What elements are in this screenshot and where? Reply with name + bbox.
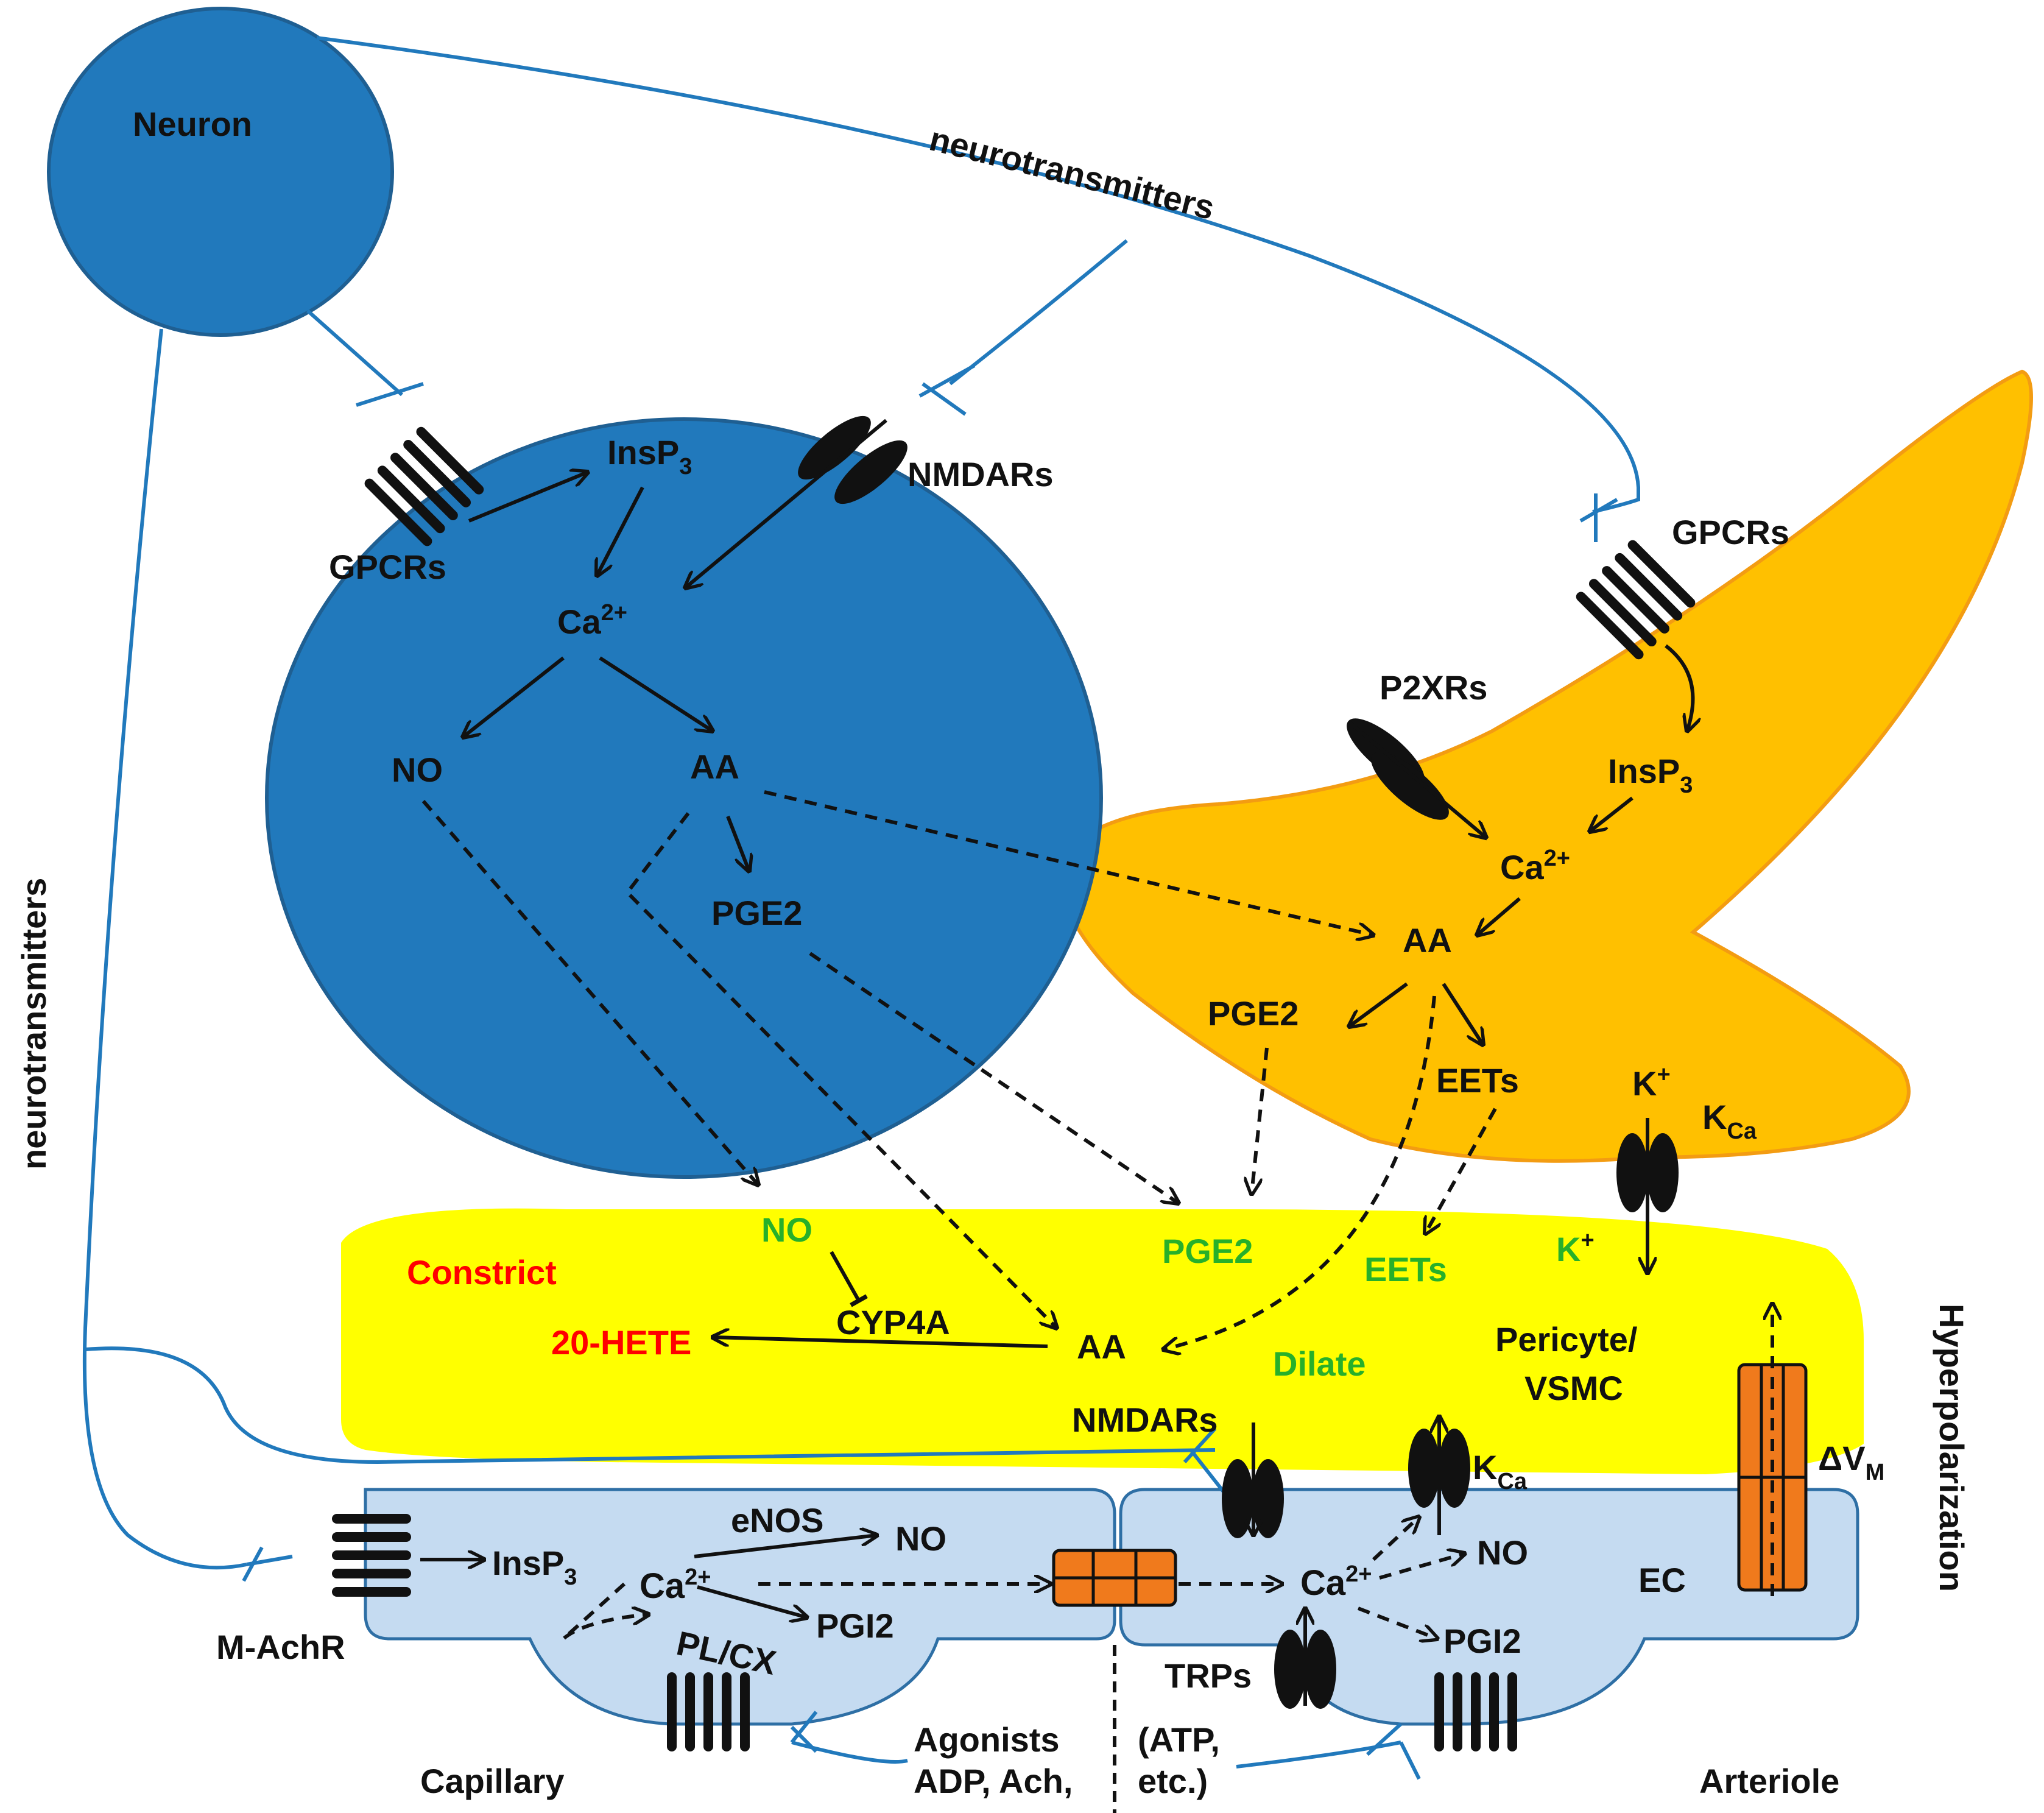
astrocyte-ca-label: Ca2+ [1500,846,1570,886]
signal-arrows [420,419,1693,1706]
pericyte-aa-label: AA [1077,1327,1126,1366]
constrict-label: Constrict [407,1253,557,1292]
hete-label: 20-HETE [551,1323,691,1362]
cyp4a-label: CYP4A [836,1303,950,1341]
dilate-label: Dilate [1273,1345,1366,1383]
ec-label: EC [1638,1561,1686,1599]
neuron-aa-label: AA [690,747,739,786]
neuron-label: Neuron [133,105,252,143]
pericyte-vsmc-band [341,1208,1864,1474]
arteriole-label: Arteriole [1699,1762,1839,1800]
astrocyte-k-label: K+ [1632,1062,1671,1103]
astrocyte-p2xrs-label: P2XRs [1380,668,1487,707]
neuron-no-label: NO [392,751,443,789]
neurotransmitters-top-label: neurotransmitters [926,119,1218,227]
synaptic-terminals [242,364,1618,1780]
arteriole-no-label: NO [1477,1533,1528,1572]
capillary-insp3-label: InsP3 [492,1544,577,1590]
pericyte-vsmc-label-1: Pericyte/ [1495,1320,1638,1359]
kca-astrocyte-channel [1616,1133,1679,1212]
capillary-pgi2-label: PGI2 [816,1606,894,1645]
neuron-gpcrs-label: GPCRs [329,548,446,586]
capillary-agonist-receptor [667,1672,750,1751]
nmdar-arteriole-channel [1222,1459,1284,1538]
astrocyte-eets-label: EETs [1436,1061,1519,1100]
agonists-label-1: Agonists [914,1720,1060,1759]
capillary-endothelial-cell [364,1488,1116,1726]
delta-vm-label: ΔVM [1818,1439,1884,1485]
kca-arteriole-channel [1408,1429,1470,1508]
pericyte-vsmc-label-2: VSMC [1524,1369,1623,1407]
enos-label: eNOS [731,1501,824,1539]
capillary-ca-label: Ca2+ [640,1564,711,1606]
trp-channel [1274,1630,1336,1709]
pericyte-k-label: K+ [1556,1228,1595,1268]
neuron-small [47,7,394,337]
neurotransmitters-left-label: neurotransmitters [15,878,53,1170]
machr-label: M-AchR [216,1628,345,1666]
neuron-ca-label: Ca2+ [557,600,627,641]
neuron-pge2-label: PGE2 [711,894,802,932]
pericyte-no-label: NO [761,1210,812,1249]
atp-label-2: etc.) [1138,1762,1208,1800]
pericyte-eets-label: EETs [1364,1250,1447,1288]
astrocyte-pge2-label: PGE2 [1208,994,1299,1033]
nmdar-neuron-receptor [798,415,907,504]
hyperpolarization-label: Hyperpolarization [1933,1304,1971,1592]
gpcr-neuron-receptor [364,426,484,546]
neuron-insp3-label: InsP3 [607,433,692,479]
arteriole-pgi2-label: PGI2 [1443,1622,1521,1660]
astrocyte-insp3-label: InsP3 [1608,752,1693,798]
astrocyte-gpcrs-label: GPCRs [1672,513,1789,551]
capillary-label: Capillary [420,1762,565,1800]
astrocyte-cell [1060,369,2033,1163]
astrocyte-aa-label: AA [1403,921,1452,960]
diffusion-arrows [421,790,1772,1639]
arteriole-kca-label: KCa [1473,1448,1528,1494]
arteriole-agonist-receptor [1434,1672,1517,1751]
gap-junction [1052,1549,1177,1607]
agonists-label-2: ADP, Ach, [914,1762,1073,1800]
machr-receptor [332,1514,411,1597]
neuron-nmdars-label: NMDARs [907,455,1054,493]
atp-label-1: (ATP, [1138,1720,1220,1759]
neuron-body-large [265,417,1103,1179]
arteriole-ca-label: Ca2+ [1300,1561,1372,1603]
trps-label: TRPs [1165,1656,1252,1695]
neuron-projections [82,36,1640,1769]
capillary-no-label: NO [895,1519,946,1558]
arteriole-nmdars-label: NMDARs [1072,1401,1218,1439]
gpcr-astrocyte-receptor [1576,540,1696,660]
pericyte-pge2-label: PGE2 [1162,1232,1253,1270]
astrocyte-kca-label: KCa [1702,1098,1757,1144]
